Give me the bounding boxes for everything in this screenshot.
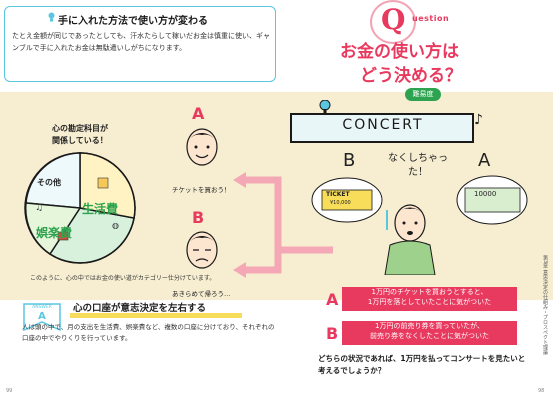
answer-badge: [23, 303, 61, 332]
final-question: どちらの状況であれば、1万円を払ってコンサートを見たいと考えるでしょうか？: [318, 354, 526, 375]
option-a-box: 1万円のチケットを買おうとすると、 1万円を落としていたことに気がついた: [342, 287, 517, 311]
book-icon: [57, 231, 69, 241]
music-note-icon: ♫: [35, 203, 43, 213]
option-b-line2: 前売り券をなくしたことに気がついた: [370, 332, 489, 340]
pie-slice-other-fill: [25, 152, 81, 209]
answer-title: 心の口座が意志決定を左右する: [73, 303, 207, 314]
option-a-line1: 1万円のチケットを買おうとすると、: [371, 288, 488, 296]
pie-label-other: その他: [37, 178, 61, 187]
option-b-box: 1万円の前売り券を買っていたが、 前売り券をなくしたことに気がついた: [342, 321, 517, 345]
puzzled-man-illustration: [384, 204, 436, 275]
option-a-label: A: [326, 290, 339, 309]
scenario-a-label: A: [192, 104, 205, 123]
tip-title: 手に入れた方法で使い方が変わる: [58, 16, 208, 27]
concert-banner: [290, 113, 474, 143]
branch-arrows: [233, 172, 333, 278]
option-a-line2: 1万円を落としていたことに気がついた: [367, 298, 492, 306]
speech-bubble-text: なくしちゃった！: [388, 153, 448, 178]
concert-label-a: A: [478, 150, 491, 171]
page-number-left: 99: [6, 388, 13, 394]
pie-title-line1: 心の勘定科目が: [52, 124, 108, 133]
concert-banner-text: CONCERT: [342, 117, 424, 133]
option-b-label: B: [326, 324, 339, 343]
answer-badge-letter: A: [38, 311, 46, 322]
answer-text: 人は頭の中で、月の支出を生活費、娯楽費など、複数の口座に分けており、それぞれの口…: [22, 323, 275, 342]
tip-box: [4, 6, 276, 82]
candy-icon: ◍: [112, 221, 119, 230]
mental-accounting-pie: ♫ ◍: [24, 152, 136, 264]
answer-badge-word: ANSWER: [32, 305, 52, 310]
lightbulb-icon: [48, 12, 55, 22]
pie-title-line2: 関係している！: [52, 136, 108, 145]
banknote-label: 10000: [474, 190, 497, 198]
pie-caption: このように、心の中ではお金の使い道がカテゴリー仕分けています。: [30, 275, 216, 282]
chapter-side-label: 第3章 意思決定の仕組み・プロスペクト理論: [542, 255, 548, 355]
option-b-line1: 1万円の前売り券を買っていたが、: [375, 322, 484, 330]
pie-label-living: 生活費: [82, 202, 119, 216]
question-title-line2: どう決める？: [360, 66, 462, 86]
question-circle: [370, 0, 416, 44]
answer-title-highlight: [70, 313, 242, 318]
question-letter: Q: [381, 3, 406, 36]
music-note-banner-icon: ♪: [474, 112, 483, 128]
scenario-b-caption: あきらめて帰ろう…: [172, 290, 231, 298]
difficulty-badge: 難易度: [405, 88, 441, 101]
question-word: uestion: [412, 14, 450, 23]
pie-slice-entertainment-fill: [48, 207, 135, 264]
happy-man-illustration: [186, 128, 218, 166]
ticket-thought-bubble: [311, 177, 383, 223]
pie-label-entertainment: 娯楽費: [36, 226, 73, 240]
page-number-right: 98: [538, 388, 545, 394]
tip-text: たとえ金額が同じであったとしても、汗水たらして稼いだお金は慎重に使い、ギャンブル…: [12, 32, 270, 52]
pie-slice-play-fill: [24, 202, 82, 256]
concert-label-b: B: [343, 150, 356, 171]
banknote-thought-bubble: [456, 175, 528, 225]
toilet-paper-icon: [97, 177, 109, 189]
ticket-price: ¥10,000: [330, 200, 351, 206]
sad-man-illustration: [186, 231, 218, 269]
ticket-label: TICKET: [326, 191, 350, 198]
scenario-b-label: B: [192, 208, 205, 227]
question-title-line1: お金の使い方は: [340, 42, 459, 62]
scenario-a-caption: チケットを買おう！: [172, 186, 231, 194]
